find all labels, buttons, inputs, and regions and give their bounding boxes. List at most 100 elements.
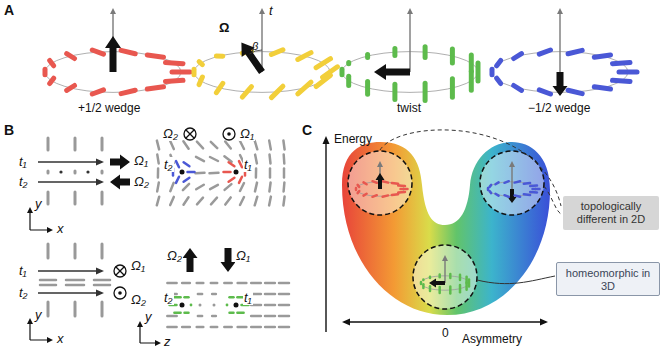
defect-name: −1/2 wedge xyxy=(528,101,590,115)
director-rod xyxy=(199,77,202,85)
director-rod xyxy=(216,83,222,92)
director-dash xyxy=(94,279,110,282)
into-page-symbol xyxy=(184,128,196,140)
note-text: homeomorphic in 3D xyxy=(561,267,655,293)
axis-arrow xyxy=(140,340,161,346)
axis-label: y xyxy=(34,307,43,322)
director-rod xyxy=(450,79,455,98)
defect-director xyxy=(185,312,189,315)
director-dash xyxy=(47,244,50,258)
director-dash xyxy=(265,293,275,296)
dot xyxy=(59,170,62,173)
defect-director xyxy=(239,177,242,183)
into-page-symbol xyxy=(186,130,194,138)
state-circle xyxy=(348,151,412,215)
axis-label: x xyxy=(56,331,65,346)
director-dash xyxy=(197,326,204,329)
director-dash xyxy=(225,197,230,204)
tangent-arrow xyxy=(38,179,104,186)
director-dash xyxy=(211,142,217,148)
defect-director xyxy=(184,162,190,166)
director-dash xyxy=(182,326,190,329)
director-dash xyxy=(251,282,261,285)
director-rod xyxy=(423,47,428,58)
director-rod xyxy=(392,193,398,196)
director-dash xyxy=(224,282,231,285)
director-rod xyxy=(166,80,184,81)
director-dash xyxy=(183,141,188,148)
director-rod xyxy=(216,53,222,58)
director-rod xyxy=(364,182,367,184)
director-rod xyxy=(490,185,492,187)
director-dash xyxy=(40,284,56,287)
director-rod xyxy=(533,188,540,191)
director-rod xyxy=(468,280,471,287)
director-dash xyxy=(255,169,258,178)
director-rod xyxy=(166,63,184,64)
defect-core xyxy=(180,303,185,308)
leader-line xyxy=(380,130,561,206)
leader-line xyxy=(477,276,555,284)
panel-letter: A xyxy=(4,2,14,18)
director-rod xyxy=(358,185,360,187)
axis-title: Asymmetry xyxy=(462,332,522,346)
director-rod xyxy=(383,181,389,182)
tangent-arrow xyxy=(38,290,104,297)
director-rod xyxy=(420,282,423,284)
director-rod xyxy=(497,61,501,66)
vector-label: Ω₂ xyxy=(130,292,147,307)
director-rod xyxy=(496,194,499,196)
director-rod xyxy=(530,184,537,187)
director-rod xyxy=(429,277,432,278)
director-rod xyxy=(346,63,351,64)
director-dot xyxy=(199,304,202,307)
note-box: topologically different in 2D xyxy=(563,196,659,230)
director-dash xyxy=(225,184,232,190)
vector-label: Ω₁ xyxy=(133,153,149,168)
director-dash xyxy=(210,185,218,189)
director-dash xyxy=(282,155,285,164)
director-dash xyxy=(283,197,284,206)
director-dash xyxy=(66,284,84,287)
state-circle xyxy=(480,151,544,215)
director-rod xyxy=(450,49,455,63)
panel-letter: C xyxy=(302,122,312,138)
director-rod xyxy=(515,181,521,182)
director-rod xyxy=(505,181,509,183)
director-rod xyxy=(438,275,441,278)
axis-label: x xyxy=(56,221,65,236)
director-dash xyxy=(240,197,244,205)
director-rod xyxy=(192,69,197,74)
vector-label: Ω₁ xyxy=(239,126,255,141)
director-rod xyxy=(364,194,367,196)
director-dash xyxy=(270,155,271,164)
into-page-symbol xyxy=(114,265,126,277)
defect-director xyxy=(230,312,234,315)
rotation-vector xyxy=(110,175,130,190)
defect-director xyxy=(184,178,190,182)
vector-label: Ω₁ xyxy=(130,258,146,273)
out-of-page-symbol xyxy=(118,291,122,295)
director-dash xyxy=(279,293,289,296)
director-dash xyxy=(101,138,104,150)
defect-director xyxy=(229,162,235,166)
director-rod xyxy=(514,86,522,91)
director-rod xyxy=(514,54,522,59)
director-rod xyxy=(365,82,370,95)
director-dash xyxy=(74,138,77,150)
axis-arrow xyxy=(30,337,53,343)
vector-label: t₁ xyxy=(243,290,253,305)
director-dash xyxy=(170,183,173,191)
director-dash xyxy=(157,197,159,206)
director-dash xyxy=(238,326,247,329)
axis-label: y xyxy=(144,309,153,324)
director-rod xyxy=(172,70,190,75)
director-dash xyxy=(183,184,189,190)
angle-label: β xyxy=(252,40,258,53)
director-rod xyxy=(594,55,610,57)
director-rod xyxy=(383,195,389,196)
director-rod xyxy=(469,72,474,91)
defect-director xyxy=(237,312,243,315)
director-rod xyxy=(568,90,582,93)
director-rod xyxy=(619,70,637,75)
